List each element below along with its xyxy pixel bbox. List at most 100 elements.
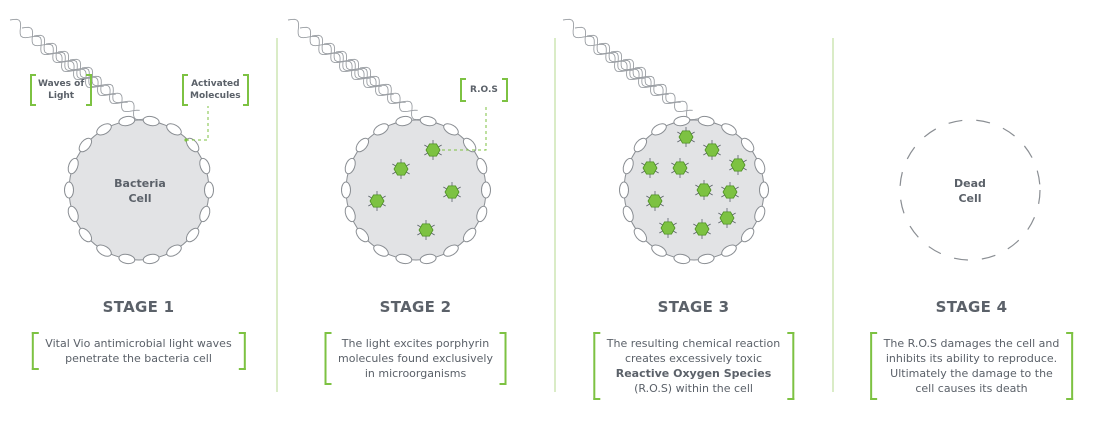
cell-membrane-pore [373, 123, 389, 136]
light-wave-icon [562, 18, 633, 73]
ros-molecule-icon [694, 222, 710, 236]
cell-membrane-pore [462, 227, 477, 243]
ros-molecule-icon [696, 183, 712, 197]
desc-line: penetrate the bacteria cell [65, 352, 212, 365]
cell-membrane-pore [395, 115, 413, 127]
callout-line: Light [48, 91, 75, 101]
cell-membrane-pore [166, 244, 182, 257]
light-wave-icon [359, 66, 430, 121]
desc-line: The R.O.S damages the cell and [883, 337, 1060, 350]
cell-membrane-pore [64, 181, 74, 199]
desc-line: The light excites porphyrin [341, 337, 490, 350]
desc-line: molecules found exclusively [338, 352, 493, 365]
cell-membrane-pore [419, 253, 437, 265]
light-wave-icon [574, 26, 645, 81]
cell-membrane-pore [619, 181, 629, 199]
light-wave-icon [347, 58, 418, 113]
cell-membrane-pore [759, 181, 769, 199]
light-wave-icon [45, 42, 116, 97]
desc-line: Vital Vio antimicrobial light waves [45, 337, 232, 350]
desc-line: The resulting chemical reaction [606, 337, 781, 350]
cell-membrane-pore [740, 227, 755, 243]
ros-molecule-icon [418, 223, 434, 237]
stage-description: The resulting chemical reaction creates … [592, 332, 795, 400]
cell-membrane-pore [721, 244, 737, 257]
stage-title: STAGE 1 [102, 298, 175, 316]
stage-title: STAGE 3 [657, 298, 730, 316]
stage-title: STAGE 4 [935, 298, 1008, 316]
dead-cell-outline [899, 119, 1041, 261]
cell-membrane-pore [633, 227, 648, 243]
cell-membrane-pore [118, 253, 136, 265]
cell-membrane-pore [185, 137, 200, 153]
light-wave-icon [33, 34, 104, 89]
cell-membrane-pore [118, 115, 136, 127]
ros-molecule-icon [672, 161, 688, 175]
cell-label-line: Cell [128, 192, 152, 205]
activated-molecule-dot [184, 138, 188, 142]
cell-membrane-pore [754, 205, 766, 223]
desc-line: Reactive Oxygen Species [615, 367, 772, 380]
ros-callout: R.O.S [460, 78, 508, 102]
cell-membrane-pore [204, 181, 214, 199]
light-wave-icon [287, 18, 358, 73]
cell-membrane-pore [481, 181, 491, 199]
desc-line: in microorganisms [364, 367, 467, 380]
dead-cell-label: Dead Cell [930, 176, 1010, 206]
ros-molecule-icon [704, 143, 720, 157]
cell-membrane-pore [355, 137, 370, 153]
cell-membrane-pore [476, 157, 488, 175]
cell-membrane-pore [142, 253, 160, 265]
cell-membrane-pore [651, 123, 667, 136]
cell-membrane-pore [740, 137, 755, 153]
cell-membrane-pore [344, 205, 356, 223]
cell-membrane-pore [622, 157, 634, 175]
cell-membrane-pore [96, 123, 112, 136]
light-wave-icon [610, 50, 681, 105]
cell-membrane-pore [754, 157, 766, 175]
ros-molecule-icon [393, 162, 409, 176]
callout-line: Activated [191, 79, 240, 89]
cell-membrane-pore [344, 157, 356, 175]
cell-membrane-pore [199, 157, 211, 175]
light-wave-icon [586, 34, 657, 89]
cell-membrane-pore [142, 115, 160, 127]
cell-membrane-pore [67, 157, 79, 175]
cell-membrane-pore [651, 244, 667, 257]
cell-membrane-pore [185, 227, 200, 243]
cell-membrane-pore [673, 253, 691, 265]
cell-membrane-pore [373, 244, 389, 257]
light-wave-icon [9, 18, 80, 73]
cell-membrane-pore [67, 205, 79, 223]
ros-molecule-icon [425, 143, 441, 157]
cell-membrane-pore [673, 115, 691, 127]
light-wave-icon [634, 66, 705, 121]
cell-membrane-pore [78, 227, 93, 243]
ros-molecule-icon [642, 161, 658, 175]
ros-molecule-icon [647, 194, 663, 208]
cell-membrane-pore [721, 123, 737, 136]
callout-line: R.O.S [470, 85, 498, 95]
light-wave-icon [57, 50, 128, 105]
light-wave-icon [299, 26, 370, 81]
cell-membrane-pore [622, 205, 634, 223]
light-wave-icon [311, 34, 382, 89]
callout-line: Waves of [38, 79, 85, 89]
callout-leader [436, 106, 487, 151]
bacteria-cell-label: Bacteria Cell [100, 176, 180, 206]
cell-membrane-pore [462, 137, 477, 153]
waves-of-light-callout: Waves of Light [30, 74, 93, 106]
cell-label-line: Bacteria [114, 177, 166, 190]
cell-membrane-pore [443, 123, 459, 136]
cell-label-line: Cell [958, 192, 982, 205]
callout-line: Molecules [190, 91, 241, 101]
callout-leader [186, 106, 209, 141]
light-wave-icon [335, 50, 406, 105]
cell-membrane-pore [199, 205, 211, 223]
ros-molecule-icon [722, 185, 738, 199]
light-wave-icon [69, 58, 140, 113]
ros-molecule-icon [730, 158, 746, 172]
desc-line: (R.O.S) within the cell [634, 382, 753, 395]
stage-title: STAGE 2 [379, 298, 452, 316]
